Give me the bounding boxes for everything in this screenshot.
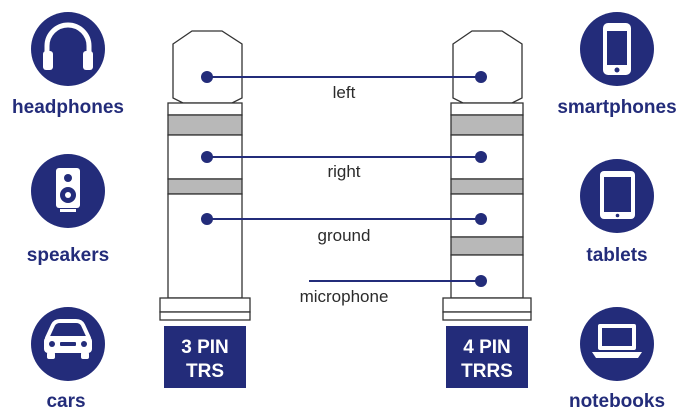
plug-trrs-base-lip	[442, 311, 532, 321]
plug-trs-base	[159, 297, 251, 313]
plug-trrs-ring-2	[450, 193, 524, 238]
pin-badge-3pin-bg	[164, 326, 246, 388]
device-label-smartphones: smartphones	[557, 97, 676, 118]
contact-dot-trs-left	[201, 71, 213, 83]
contact-dot-trrs-right	[475, 151, 487, 163]
speaker-icon	[56, 168, 80, 212]
headphones-icon	[43, 22, 93, 70]
plug-trrs-insulator-2	[450, 178, 524, 195]
device-label-speakers: speakers	[27, 245, 109, 266]
plug-trrs-insulator-1	[450, 114, 524, 136]
connection-microphone: microphone	[300, 275, 487, 306]
plug-trs-tip	[172, 30, 243, 104]
pin-badge-3pin-line1: 3 PIN	[181, 337, 229, 358]
plug-trrs	[442, 30, 532, 321]
pin-badge-3pin-line2: TRS	[186, 361, 224, 382]
plug-trrs-insulator-3	[450, 236, 524, 256]
pin-badge-3pin-trs: 3 PIN TRS	[164, 326, 246, 388]
device-headphones: headphones	[12, 12, 124, 118]
contact-dot-trs-right	[201, 151, 213, 163]
contact-dot-trrs-microphone	[475, 275, 487, 287]
plug-trrs-base	[442, 297, 532, 313]
contact-dot-trrs-left	[475, 71, 487, 83]
contact-dot-trs-ground	[201, 213, 213, 225]
plug-trs-sleeve	[167, 193, 243, 299]
connection-ground: ground	[201, 213, 487, 245]
wire-label-ground: ground	[318, 226, 371, 245]
device-label-cars: cars	[46, 391, 85, 411]
device-label-notebooks: notebooks	[569, 391, 665, 411]
device-cars: cars	[31, 307, 105, 411]
pin-badge-4pin-line1: 4 PIN	[463, 337, 511, 358]
pin-badge-4pin-trrs: 4 PIN TRRS	[446, 326, 528, 388]
connection-right: right	[201, 151, 487, 181]
plug-trrs-sleeve	[450, 254, 524, 299]
plug-trs-base-lip	[159, 311, 251, 321]
car-icon	[44, 319, 92, 359]
device-label-headphones: headphones	[12, 97, 124, 118]
device-speakers: speakers	[27, 154, 109, 266]
device-smartphones: smartphones	[557, 12, 677, 118]
plug-trs-insulator-2	[167, 178, 243, 195]
plug-trs-insulator-1	[167, 114, 243, 136]
wire-label-left: left	[333, 83, 356, 102]
device-tablets: tablets	[580, 159, 654, 266]
plug-trrs-collar	[450, 102, 524, 116]
wire-label-right: right	[327, 162, 360, 181]
smartphone-icon	[603, 23, 631, 75]
plug-trs-collar	[167, 102, 243, 116]
plug-trrs-tip	[452, 30, 523, 104]
connection-left: left	[201, 71, 487, 102]
wire-label-microphone: microphone	[300, 287, 389, 306]
laptop-icon	[592, 324, 642, 358]
pin-badge-4pin-bg	[446, 326, 528, 388]
device-label-tablets: tablets	[586, 245, 647, 266]
pin-badge-4pin-line2: TRRS	[461, 361, 513, 382]
device-notebooks: notebooks	[569, 307, 665, 411]
tablet-icon	[600, 171, 635, 219]
contact-dot-trrs-ground	[475, 213, 487, 225]
